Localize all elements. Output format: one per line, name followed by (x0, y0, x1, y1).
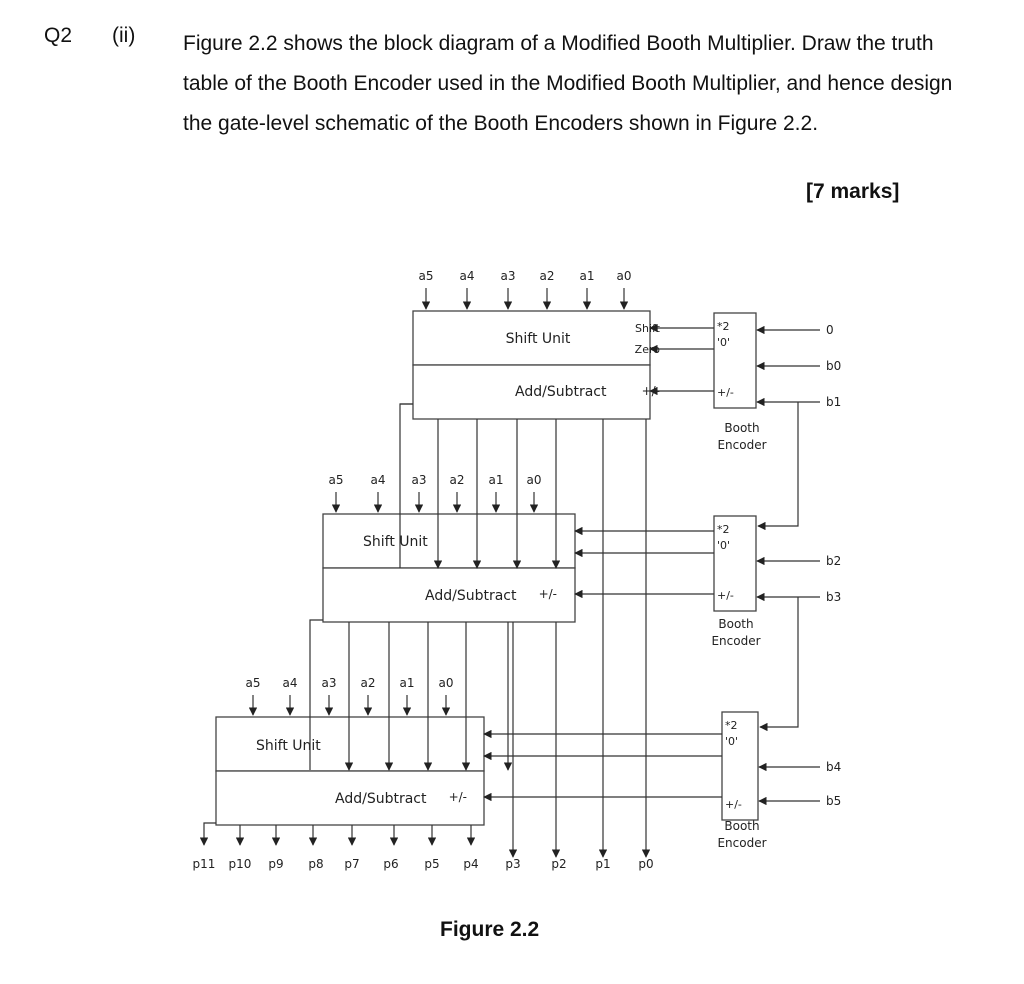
booth-encoder-block-3 (721, 711, 759, 821)
p-output-label: p6 (383, 857, 398, 871)
p-output-label: p7 (344, 857, 359, 871)
p-output-label: p5 (424, 857, 439, 871)
a-input-label: a1 (580, 269, 595, 283)
a-input-label: a1 (489, 473, 504, 487)
shift-unit-label: Shift Unit (363, 534, 428, 550)
a-input-label: a4 (371, 473, 386, 487)
add-subtract-label: Add/Subtract (515, 384, 607, 400)
plus-minus-port-label: +/- (449, 790, 467, 804)
p-output-label: p11 (193, 857, 216, 871)
a-input-label: a5 (419, 269, 434, 283)
plus-minus-port-label: +/- (539, 587, 557, 601)
a-input-label: a0 (527, 473, 542, 487)
a-input-label: a3 (412, 473, 427, 487)
encoder-zero-label: '0' (725, 735, 738, 748)
p-output-label: p3 (505, 857, 520, 871)
a-input-label: a0 (617, 269, 632, 283)
encoder-label: Booth (724, 819, 759, 833)
encoder-label: Booth (718, 617, 753, 631)
add-subtract-label: Add/Subtract (335, 791, 427, 807)
encoder-zero-label: '0' (717, 336, 730, 349)
encoder-label: Encoder (717, 836, 766, 850)
b-input-label: b0 (826, 359, 841, 373)
figure-caption: Figure 2.2 (440, 918, 540, 941)
p-output-label: p8 (308, 857, 323, 871)
shift-unit-block-2 (322, 513, 576, 569)
question-part: (ii) (112, 24, 136, 47)
a-input-label: a0 (439, 676, 454, 690)
b-input-label: b4 (826, 760, 841, 774)
booth-encoder-block-1 (713, 312, 757, 409)
encoder-times2-label: *2 (717, 523, 730, 536)
encoder-plus-minus-label: +/- (717, 589, 734, 602)
wire (309, 619, 323, 770)
a-input-label: a3 (322, 676, 337, 690)
b-input-label: b1 (826, 395, 841, 409)
b3-carry-arrow (759, 597, 799, 732)
encoder-label: Encoder (711, 634, 760, 648)
booth-encoder-block-2 (713, 515, 757, 612)
p-output-label: p0 (638, 857, 653, 871)
p-output-label: p4 (463, 857, 478, 871)
b-input-label: b3 (826, 590, 841, 604)
a-input-label: a2 (361, 676, 376, 690)
encoder-label: Booth (724, 421, 759, 435)
question-number: Q2 (44, 24, 73, 47)
shift-unit-label: Shift Unit (256, 738, 321, 754)
p-output-label: p2 (551, 857, 566, 871)
encoder-plus-minus-label: +/- (725, 798, 742, 811)
add-subtract-block-1 (412, 364, 651, 420)
p-output-label: p9 (268, 857, 283, 871)
a-input-label: a4 (460, 269, 475, 283)
encoder-plus-minus-label: +/- (717, 386, 734, 399)
marks-label: [7 marks] (806, 180, 900, 203)
b-input-label: b2 (826, 554, 841, 568)
p-output-label: p10 (229, 857, 252, 871)
b1-carry-arrow (757, 402, 799, 531)
add-subtract-block-2 (322, 567, 576, 623)
a-input-label: a4 (283, 676, 298, 690)
a-input-label: a2 (450, 473, 465, 487)
encoder-times2-label: *2 (717, 320, 730, 333)
b-input-label: 0 (826, 323, 834, 337)
a-input-label: a5 (246, 676, 261, 690)
p-output-label: p1 (595, 857, 610, 871)
a-input-label: a3 (501, 269, 516, 283)
a-input-label: a5 (329, 473, 344, 487)
question-text: Figure 2.2 shows the block diagram of a … (183, 32, 953, 135)
shift-unit-block-3 (215, 716, 485, 772)
encoder-zero-label: '0' (717, 539, 730, 552)
add-subtract-label: Add/Subtract (425, 588, 517, 604)
a-input-label: a2 (540, 269, 555, 283)
b-input-label: b5 (826, 794, 841, 808)
p11-output-arrow (199, 822, 216, 846)
a-input-label: a1 (400, 676, 415, 690)
encoder-label: Encoder (717, 438, 766, 452)
wire (399, 403, 413, 568)
shift-unit-label: Shift Unit (506, 331, 571, 347)
encoder-times2-label: *2 (725, 719, 738, 732)
add-subtract-block-3 (215, 770, 485, 826)
